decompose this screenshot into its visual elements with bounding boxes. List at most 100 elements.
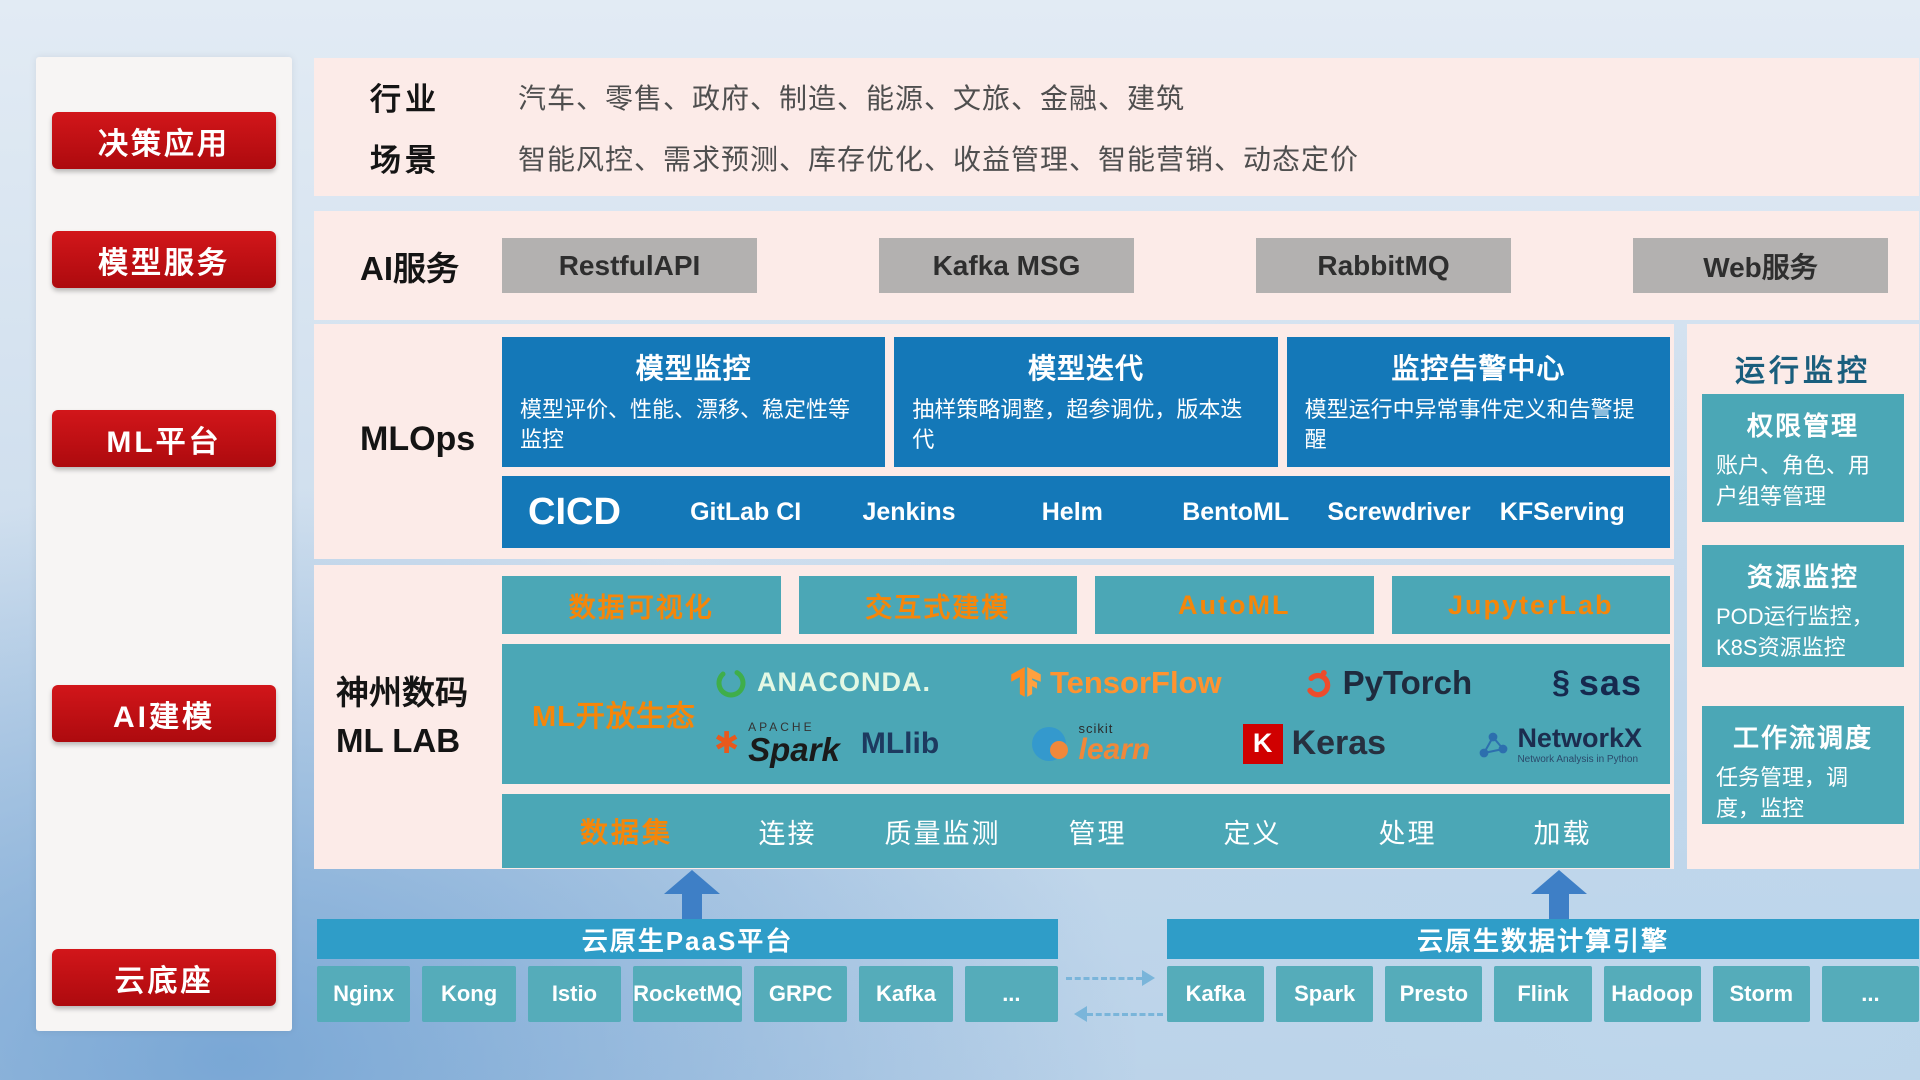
anaconda-wordmark: ANACONDA.: [757, 667, 931, 698]
ai-service-label: AI服务: [360, 249, 459, 287]
dataset-bar: 数据集 连接 质量监测 管理 定义 处理 加载: [502, 794, 1670, 868]
networkx-subtitle: Network Analysis in Python: [1517, 753, 1639, 765]
engine-spark-node: Spark: [1276, 966, 1374, 1022]
pytorch-icon: [1305, 669, 1330, 698]
permission-management-desc: 账户、角色、用户组等管理: [1716, 453, 1871, 509]
ml-ecosystem-box: ML开放生态 ANACONDA.: [502, 644, 1670, 784]
arrowhead-right: [1142, 970, 1163, 986]
permission-management-card: 权限管理 账户、角色、用户组等管理: [1702, 394, 1904, 522]
sas-logo: § sas: [1552, 662, 1642, 704]
ml-lab-panel: 神州数码 ML LAB 数据可视化 交互式建模 AutoML JupyterLa…: [314, 565, 1674, 869]
runtime-monitoring-title: 运行监控: [1735, 355, 1871, 388]
dataset-process-node: 处理: [1378, 818, 1437, 849]
kfserving-node: KFServing: [1499, 497, 1625, 526]
mlops-panel: MLOps 模型监控 模型评价、性能、漂移、稳定性等监控 模型迭代 抽样策略调整…: [314, 324, 1674, 559]
sidebar-item-ai-modeling: AI建模: [52, 685, 276, 742]
networkx-wordmark-stack: NetworkX Network Analysis in Python: [1517, 723, 1642, 766]
dataset-load-node: 加载: [1533, 818, 1592, 849]
engine-more-node: ...: [1821, 966, 1919, 1022]
mlops-cards: 模型监控 模型评价、性能、漂移、稳定性等监控 模型迭代 抽样策略调整，超参调优，…: [502, 337, 1670, 467]
resource-monitoring-desc: POD运行监控，K8S资源监控: [1716, 604, 1874, 660]
pytorch-logo: PyTorch: [1302, 664, 1472, 702]
dashed-line: [1087, 1012, 1163, 1016]
apache-wordmark: APACHE: [748, 720, 815, 735]
anaconda-logo: ANACONDA.: [714, 666, 931, 700]
dashed-line: [1066, 976, 1142, 980]
cicd-label: CICD: [528, 490, 621, 533]
screwdriver-node: Screwdriver: [1327, 497, 1471, 526]
industry-values: 汽车、零售、政府、制造、能源、文旅、金融、建筑: [518, 82, 1186, 114]
sas-swirl-icon: §: [1552, 664, 1570, 701]
grpc-node: GRPC: [753, 966, 848, 1022]
sas-wordmark: sas: [1578, 661, 1642, 703]
industry-row: 行业 汽车、零售、政府、制造、能源、文旅、金融、建筑: [370, 74, 1919, 119]
ml-lab-label-line2: ML LAB: [336, 722, 461, 759]
industry-scenario-panel: 行业 汽车、零售、政府、制造、能源、文旅、金融、建筑 场景 智能风控、需求预测、…: [314, 58, 1919, 196]
ai-service-buttons: RestfulAPI Kafka MSG RabbitMQ Web服务: [502, 238, 1888, 293]
helm-node: Helm: [1041, 497, 1103, 526]
istio-node: Istio: [527, 966, 622, 1022]
resource-monitoring-title: 资源监控: [1746, 562, 1859, 592]
engine-presto-node: Presto: [1385, 966, 1483, 1022]
industry-label: 行业: [370, 82, 440, 117]
up-arrow-stem: [682, 894, 702, 920]
networkx-logo: NetworkX Network Analysis in Python: [1478, 723, 1642, 766]
logo-row-1: ANACONDA. TensorFlow: [714, 662, 1642, 704]
dataset-quality-node: 质量监测: [884, 818, 1001, 849]
model-monitoring-desc: 模型评价、性能、漂移、稳定性等监控: [520, 397, 851, 452]
model-iteration-title: 模型迭代: [1027, 353, 1144, 384]
engine-components: Kafka Spark Presto Flink Hadoop Storm ..…: [1167, 966, 1919, 1022]
ml-lab-label: 神州数码 ML LAB: [336, 565, 468, 869]
model-iteration-card: 模型迭代 抽样策略调整，超参调优，版本迭代: [894, 337, 1278, 467]
networkx-wordmark: NetworkX: [1517, 722, 1642, 753]
keras-icon: K: [1242, 723, 1283, 764]
data-engine-bar: 云原生数据计算引擎: [1167, 919, 1919, 959]
kong-node: Kong: [422, 966, 516, 1022]
dataset-label: 数据集: [580, 817, 674, 848]
data-visualization-node: 数据可视化: [502, 576, 781, 634]
resource-monitoring-card: 资源监控 POD运行监控，K8S资源监控: [1702, 545, 1904, 667]
tensorflow-icon: [1011, 666, 1041, 697]
gitlab-ci-node: GitLab CI: [690, 497, 802, 526]
jupyterlab-node: JupyterLab: [1391, 576, 1670, 634]
scikit-wordmark-stack: scikit learn: [1079, 722, 1151, 765]
ml-ecosystem-label: ML开放生态: [532, 701, 696, 733]
paas-platform-bar: 云原生PaaS平台: [317, 919, 1058, 959]
ai-service-panel: AI服务 RestfulAPI Kafka MSG RabbitMQ Web服务: [314, 211, 1919, 320]
permission-management-title: 权限管理: [1746, 411, 1859, 441]
up-arrow-head: [1531, 870, 1587, 894]
engine-storm-node: Storm: [1712, 966, 1810, 1022]
anaconda-icon: [716, 668, 746, 698]
dataset-manage-node: 管理: [1068, 818, 1127, 849]
alert-center-desc: 模型运行中异常事件定义和告警提醒: [1304, 397, 1635, 452]
bentoml-node: BentoML: [1182, 497, 1290, 526]
sidebar-item-ml-platform: ML平台: [52, 410, 276, 467]
spark-mllib-logo: ✱ APACHE Spark MLlib: [714, 721, 939, 766]
networkx-icon: [1480, 732, 1508, 758]
mllib-wordmark: MLlib: [860, 726, 940, 760]
model-iteration-desc: 抽样策略调整，超参调优，版本迭代: [912, 397, 1243, 452]
restfulapi-node: RestfulAPI: [502, 238, 757, 293]
logo-row-2: ✱ APACHE Spark MLlib: [714, 721, 1642, 766]
dashed-arrow-right: [1066, 969, 1163, 987]
interactive-modeling-node: 交互式建模: [798, 576, 1077, 634]
kafka-msg-node: Kafka MSG: [879, 238, 1134, 293]
arrowhead-left: [1066, 1006, 1087, 1022]
spark-wordmark-stack: APACHE Spark: [748, 721, 840, 766]
scikit-orange-blob: [1049, 740, 1068, 759]
dashed-arrow-left: [1066, 1005, 1163, 1023]
up-arrow-engine: [1531, 870, 1587, 920]
ml-lab-label-line1: 神州数码: [336, 674, 468, 712]
paas-components: Nginx Kong Istio RocketMQ GRPC Kafka ...: [317, 966, 1059, 1022]
automl-node: AutoML: [1095, 576, 1374, 634]
keras-wordmark: Keras: [1291, 724, 1387, 763]
alert-center-title: 监控告警中心: [1391, 353, 1566, 384]
up-arrow-paas: [664, 870, 720, 920]
jenkins-node: Jenkins: [862, 497, 956, 526]
workflow-scheduling-desc: 任务管理，调度，监控: [1716, 765, 1849, 821]
scenario-row: 场景 智能风控、需求预测、库存优化、收益管理、智能营销、动态定价: [370, 135, 1919, 180]
paas-more-node: ...: [964, 966, 1059, 1022]
nginx-node: Nginx: [317, 966, 411, 1022]
kafka-node: Kafka: [859, 966, 953, 1022]
scikit-wordmark-learn: learn: [1078, 733, 1151, 767]
